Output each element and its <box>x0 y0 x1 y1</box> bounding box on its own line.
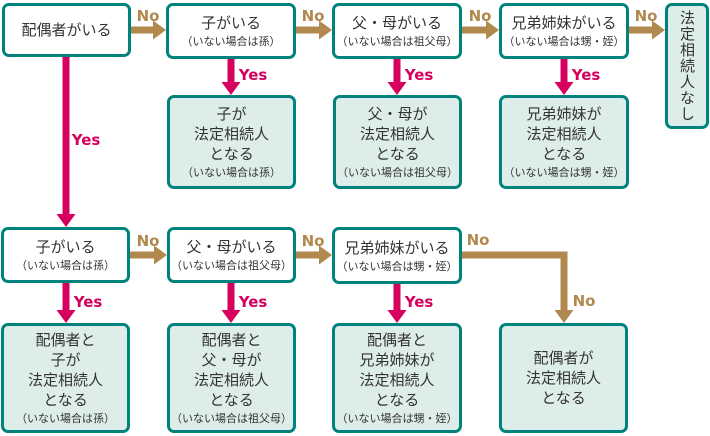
node-text: 兄弟姉妹が <box>359 351 435 369</box>
node-text: 子がいる <box>200 14 261 32</box>
node-text: 法定相続人 <box>526 125 602 143</box>
node-text: となる <box>209 391 254 409</box>
node-subtext: （いない場合は甥・姪） <box>503 166 625 179</box>
yes-label: Yes <box>404 293 434 311</box>
edge-child-bottom-no-to-parents-bottom <box>130 245 167 265</box>
edge-siblings-top-yes <box>554 59 574 95</box>
yes-label: Yes <box>238 66 268 84</box>
node-text: 兄弟姉妹がいる <box>344 238 450 257</box>
node-text: 配偶者と <box>201 331 262 349</box>
node-text: 法定相続人 <box>525 369 601 387</box>
node-text: 子が <box>216 105 247 123</box>
node-child-exists-bottom: 子がいる （いない場合は孫） <box>1 227 130 283</box>
node-child-heir: 子が法定相続人となる （いない場合は孫） <box>167 95 296 189</box>
edge-parents-bottom-no-to-siblings-bottom <box>296 245 332 265</box>
node-text: 子がいる <box>35 238 96 256</box>
edge-spouse-no-to-child-top <box>131 20 166 40</box>
no-label: No <box>572 292 596 310</box>
no-label: No <box>466 231 490 249</box>
node-text: 法定相続人 <box>359 125 435 143</box>
node-text: となる <box>374 391 420 409</box>
node-text: 法定相続人 <box>193 125 269 143</box>
edge-parents-top-no-to-siblings-top <box>462 20 499 40</box>
node-no-legal-heir: 法定相続人なし <box>665 3 709 129</box>
no-label: No <box>136 7 160 25</box>
node-child-exists-top: 子がいる （いない場合は孫） <box>166 3 296 59</box>
node-siblings-heir: 兄弟姉妹が法定相続人となる （いない場合は甥・姪） <box>499 95 629 189</box>
node-text: 父・母がいる <box>186 238 277 256</box>
node-text: となる <box>43 391 88 409</box>
node-text: 配偶者と <box>366 331 427 349</box>
node-text: 父・母が <box>201 351 262 369</box>
node-text: 父・母が <box>367 105 428 123</box>
node-subtext: （いない場合は孫） <box>16 412 115 425</box>
node-parents-exist-top: 父・母がいる （いない場合は祖父母） <box>332 3 462 59</box>
node-parents-exist-bottom: 父・母がいる （いない場合は祖父母） <box>167 227 296 283</box>
node-spouse-and-parents-heir: 配偶者と父・母が法定相続人となる （いない場合は祖父母） <box>167 323 296 433</box>
node-text: 父・母がいる <box>351 14 442 32</box>
edge-siblings-top-no-to-no-heir <box>629 20 665 40</box>
node-text: 兄弟姉妹が <box>526 105 602 123</box>
node-text: となる <box>209 145 254 163</box>
edge-parents-top-yes <box>387 59 407 95</box>
node-subtext: （いない場合は祖父母） <box>171 259 292 272</box>
yes-label: Yes <box>238 293 268 311</box>
node-text: 法定相続人 <box>193 371 269 389</box>
node-text: 子が <box>50 351 81 369</box>
node-text: となる <box>541 389 586 407</box>
node-spouse-and-siblings-heir: 配偶者と兄弟姉妹が法定相続人となる （いない場合は甥・姪） <box>332 323 462 433</box>
node-text: 法定相続人 <box>27 371 103 389</box>
edge-siblings-bottom-yes <box>387 284 407 323</box>
node-spouse-heir: 配偶者が法定相続人となる <box>499 323 628 433</box>
node-spouse-exists: 配偶者がいる <box>2 3 131 57</box>
yes-label: Yes <box>571 66 601 84</box>
node-subtext: （いない場合は甥・姪） <box>336 412 458 425</box>
node-spouse-and-child-heir: 配偶者と子が法定相続人となる （いない場合は孫） <box>1 323 130 433</box>
node-subtext: （いない場合は孫） <box>181 35 281 48</box>
node-text: 法定相続人なし <box>678 10 696 122</box>
no-label: No <box>634 7 658 25</box>
node-text: 配偶者と <box>35 331 96 349</box>
node-text: 兄弟姉妹がいる <box>511 14 617 32</box>
yes-label: Yes <box>73 293 103 311</box>
node-text: となる <box>375 145 420 163</box>
no-label: No <box>301 7 325 25</box>
edge-child-bottom-yes <box>56 283 76 323</box>
edge-siblings-bottom-no-to-spouse-heir <box>462 251 574 323</box>
node-subtext: （いない場合は甥・姪） <box>336 259 458 273</box>
node-subtext: （いない場合は祖父母） <box>171 412 292 425</box>
no-label: No <box>136 232 160 250</box>
no-label: No <box>468 7 492 25</box>
node-text: 配偶者が <box>533 349 594 367</box>
yes-label: Yes <box>404 66 434 84</box>
node-subtext: （いない場合は孫） <box>16 259 115 272</box>
node-subtext: （いない場合は祖父母） <box>337 166 458 179</box>
node-siblings-exist-top: 兄弟姉妹がいる （いない場合は甥・姪） <box>499 3 629 59</box>
no-label: No <box>301 232 325 250</box>
edge-spouse-yes <box>56 57 76 227</box>
node-text: 配偶者がいる <box>21 21 112 39</box>
node-parents-heir: 父・母が法定相続人となる （いない場合は祖父母） <box>333 95 462 189</box>
yes-label: Yes <box>71 131 101 149</box>
node-text: 法定相続人 <box>359 371 435 389</box>
node-subtext: （いない場合は孫） <box>182 166 281 179</box>
edge-child-top-no-to-parents-top <box>296 20 332 40</box>
edge-parents-bottom-yes <box>221 283 241 323</box>
node-subtext: （いない場合は甥・姪） <box>503 35 625 48</box>
edge-child-top-yes <box>221 59 241 95</box>
node-text: となる <box>541 145 587 163</box>
node-subtext: （いない場合は祖父母） <box>336 35 458 48</box>
node-siblings-exist-bottom: 兄弟姉妹がいる （いない場合は甥・姪） <box>332 227 462 284</box>
